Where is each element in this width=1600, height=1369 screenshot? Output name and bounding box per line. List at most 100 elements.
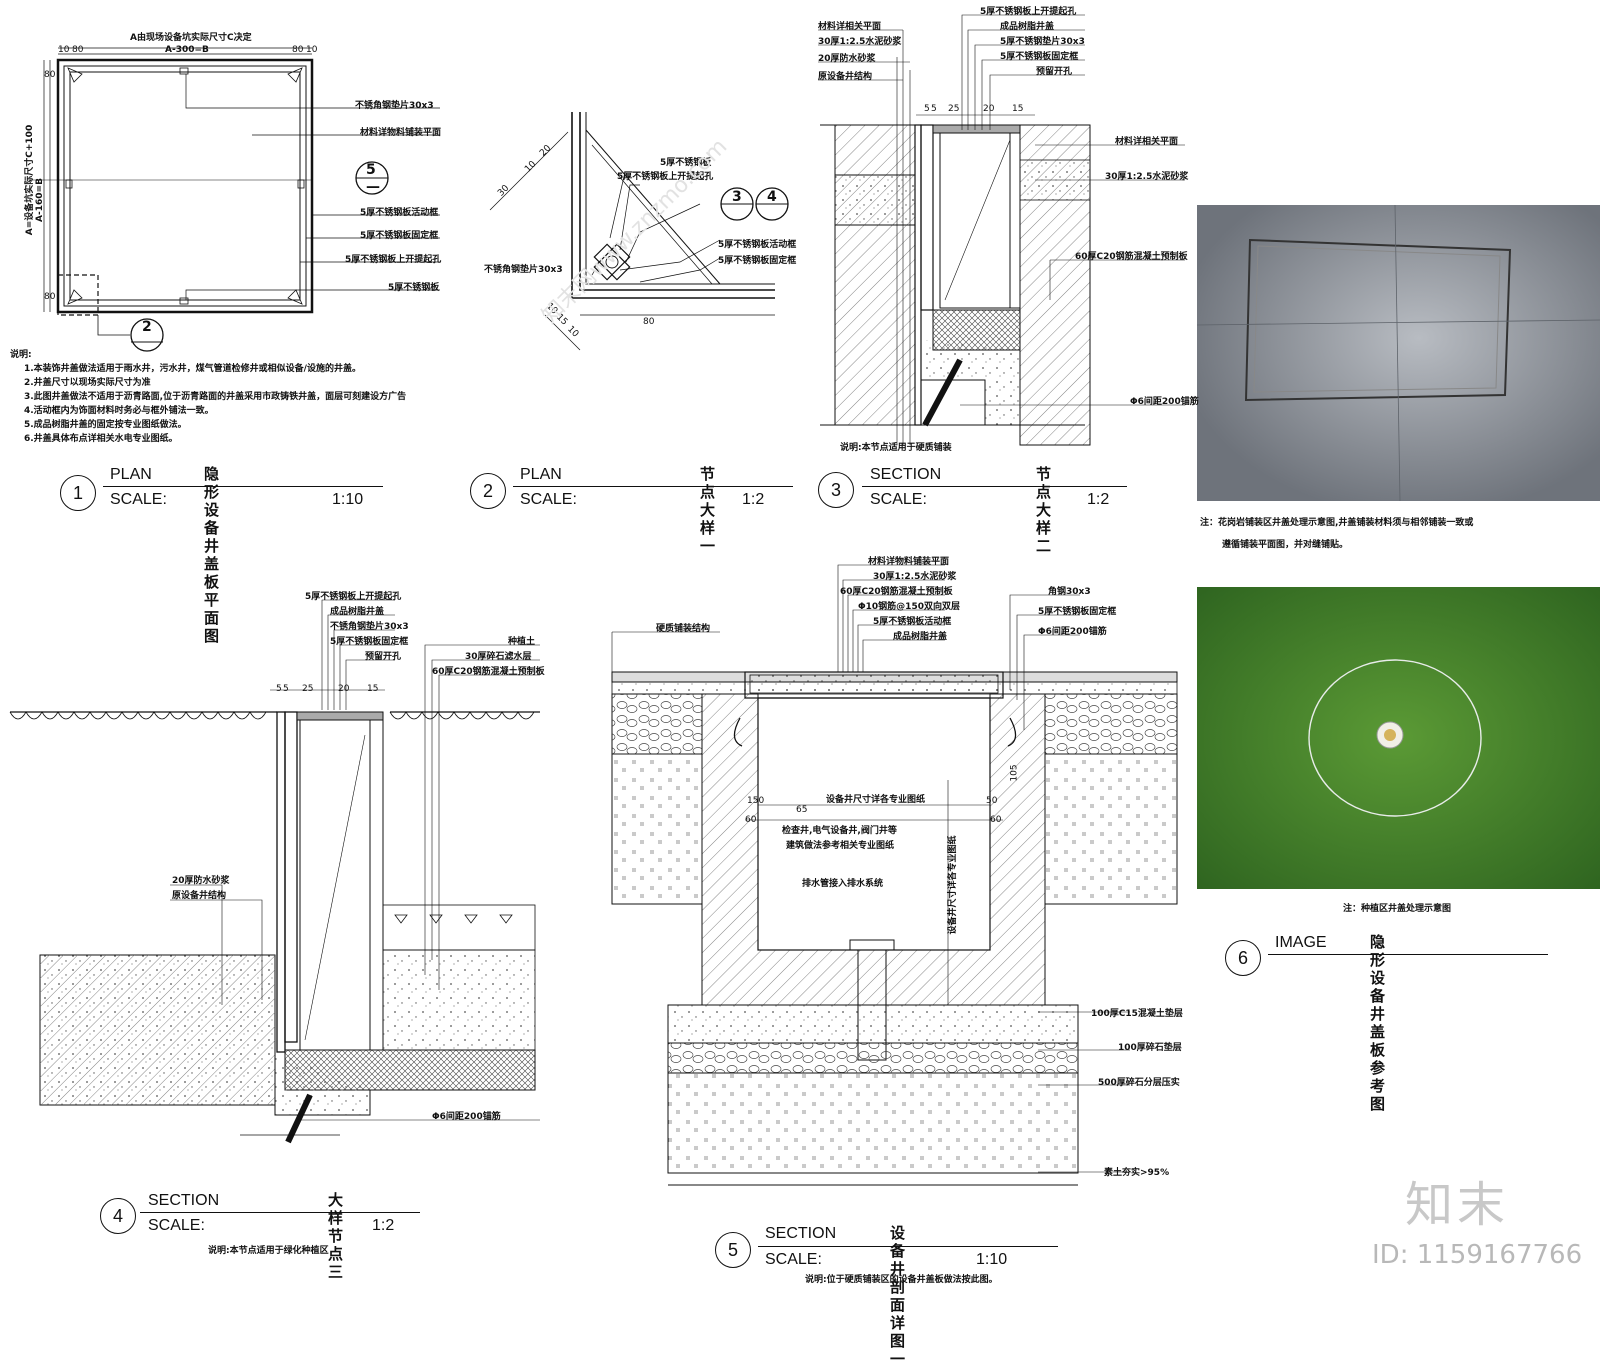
p1-dim-c: 80 [292, 45, 304, 55]
p1-notes: 说明: 1.本装饰井盖做法适用于雨水井，污水井，煤气管道检修井或相似设备/设施的… [10, 348, 406, 446]
p1-dim-d: 10 [306, 45, 318, 55]
p4-title-scale: SCALE: [148, 1217, 205, 1234]
p1-title-ratio: 1:10 [332, 491, 364, 508]
panel5-section [611, 564, 1178, 1186]
p2-title-kind: PLAN [520, 466, 562, 483]
p1-note-1: 1.本装饰井盖做法适用于雨水井，污水井，煤气管道检修井或相似设备/设施的井盖。 [24, 364, 361, 374]
drawing-sheet: A由现场设备坑实际尺寸C决定 A-300=B 10 80 80 10 A=设备坑… [9, 7, 1600, 1368]
p6-note-1b: 遵循铺装平面图，并对缝铺贴。 [1222, 540, 1349, 550]
p1-ref2: 2 [142, 319, 152, 335]
p6-title-num: 6 [1225, 940, 1261, 976]
p4-left-2: 原设备井结构 [172, 891, 227, 901]
p4-top-3: 不锈角钢垫片30x3 [330, 622, 409, 632]
p5-dim-1: 150 [747, 796, 765, 806]
p5-layer-1: 100厚C15混凝土垫层 [1091, 1009, 1183, 1019]
p5-inner-1: 设备井尺寸详各专业图纸 [826, 795, 926, 805]
p4-title-name: 大样节点三 [328, 1192, 344, 1281]
p5-top-2: 30厚1:2.5水泥砂浆 [873, 572, 957, 582]
p1-dim-b: 80 [72, 45, 84, 55]
p4-right-1: 种植土 [508, 637, 536, 647]
p3-top-1: 5厚不锈钢板上开提起孔 [980, 7, 1077, 17]
p2-callout-2: 5厚不锈钢板上开提起孔 [617, 172, 714, 182]
p3-dim-5: 15 [1012, 104, 1024, 114]
p2-ref3: 3 [732, 189, 742, 205]
p4-dim-2: 5 [283, 684, 289, 694]
p5-dim-4: 60 [745, 815, 757, 825]
p5-top-4: Φ10钢筋@150双向双层 [858, 602, 960, 612]
p5-right-1: 角钢30x3 [1048, 587, 1091, 597]
p1-note-2: 2.井盖尺寸以现场实际尺寸为准 [24, 378, 151, 388]
p3-dim-4: 20 [983, 104, 995, 114]
p3-title-scale: SCALE: [870, 491, 927, 508]
p1-note-5: 5.成品树脂井盖的固定按专业图纸做法。 [24, 420, 187, 430]
p3-title-ratio: 1:2 [1087, 491, 1110, 508]
p2-title-num: 2 [470, 473, 506, 509]
p4-title-num: 4 [100, 1198, 136, 1234]
p1-callout-2: 材料详物料铺装平面 [360, 128, 442, 138]
p3-title-num: 3 [818, 472, 854, 508]
p1-title-scale: SCALE: [110, 491, 167, 508]
p5-inner-4: 排水管接入排水系统 [802, 879, 884, 889]
p5-layer-4: 素土夯实>95% [1104, 1168, 1170, 1178]
p5-right-3: Φ6间距200锚筋 [1038, 627, 1107, 637]
p1-title-kind: PLAN [110, 466, 152, 483]
p4-dim-1: 5 [276, 684, 282, 694]
p3-right-2: 30厚1:2.5水泥砂浆 [1105, 172, 1189, 182]
p1-note-3: 3.此图井盖做法不适用于沥青路面,位于沥青路面的井盖采用市政铸铁井盖，面层可刻建… [24, 392, 407, 402]
p5-paving: 硬质铺装结构 [656, 624, 711, 634]
p5-top-5: 5厚不锈钢板活动框 [873, 617, 952, 627]
p5-top-1: 材料详物料铺装平面 [868, 557, 950, 567]
p5-top-3: 60厚C20钢筋混凝土预制板 [840, 587, 953, 597]
linework [9, 14, 1600, 1186]
panel4-section [9, 599, 540, 1144]
p2-title-name: 节点大样一 [700, 466, 716, 555]
p1-callout-6: 5厚不锈钢板 [388, 283, 440, 293]
p4-top-4: 5厚不锈钢板固定框 [330, 637, 409, 647]
p6-title-kind: IMAGE [1275, 934, 1327, 951]
p1-callout-4: 5厚不锈钢板固定框 [360, 231, 439, 241]
p1-callout-1: 不锈角钢垫片30x3 [355, 101, 434, 111]
p4-anchor: Φ6间距200锚筋 [432, 1112, 501, 1122]
p1-title-name: 隐形设备井盖板平面图 [204, 466, 220, 645]
p4-left-1: 20厚防水砂浆 [172, 876, 230, 886]
p4-title-ratio: 1:2 [372, 1217, 395, 1234]
panel3-section [818, 14, 1185, 446]
p2-callout-4: 5厚不锈钢板固定框 [718, 256, 797, 266]
p1-title-num: 1 [60, 475, 96, 511]
p3-left-1: 材料详相关平面 [818, 22, 882, 32]
watermark-logo: 知末 [1405, 1177, 1510, 1233]
p3-dim-2: 5 [931, 104, 937, 114]
p1-dim-top2: A-300=B [165, 45, 209, 55]
p1-ref5: 5 [366, 162, 376, 178]
p3-top-3: 5厚不锈钢垫片30x3 [1000, 37, 1085, 47]
p4-top-1: 5厚不锈钢板上开提起孔 [305, 592, 402, 602]
p1-dim-left2: A-160=B [35, 178, 45, 222]
p1-dim-a: 10 [58, 45, 70, 55]
photo-granite [1197, 205, 1600, 501]
p3-top-2: 成品树脂井盖 [1000, 22, 1055, 32]
p4-dim-4: 20 [338, 684, 350, 694]
p2-title-scale: SCALE: [520, 491, 577, 508]
p4-dim-5: 15 [367, 684, 379, 694]
p3-top-5: 预留开孔 [1036, 67, 1073, 77]
p3-dim-3: 25 [948, 104, 960, 114]
p5-top-6: 成品树脂井盖 [893, 632, 948, 642]
p1-callout-5: 5厚不锈钢板上开提起孔 [345, 255, 442, 265]
p3-right-4: Φ6间距200锚筋 [1130, 397, 1199, 407]
p4-right-3: 60厚C20钢筋混凝土预制板 [432, 667, 545, 677]
p5-title-kind: SECTION [765, 1225, 837, 1242]
p5-right-2: 5厚不锈钢板固定框 [1038, 607, 1117, 617]
p1-dim-top: A由现场设备坑实际尺寸C决定 [130, 33, 252, 43]
panel1-plan [30, 47, 440, 352]
p3-title-name: 节点大样二 [1036, 466, 1052, 555]
p4-right-2: 30厚碎石滤水层 [465, 652, 532, 662]
p5-vertical: 设备井尺寸详各专业图纸 [948, 835, 958, 935]
p1-note-6: 6.井盖具体布点详相关水电专业图纸。 [24, 434, 178, 444]
p5-dim-6: 105 [1009, 764, 1020, 782]
p4-dim-3: 25 [302, 684, 314, 694]
p1-ref5-b: — [366, 179, 380, 195]
p5-title-ratio: 1:10 [976, 1251, 1008, 1268]
p5-title-name: 设备井剖面详图一 [890, 1225, 906, 1368]
p1-dim-l1: 80 [44, 70, 56, 80]
p3-top-4: 5厚不锈钢板固定框 [1000, 52, 1079, 62]
